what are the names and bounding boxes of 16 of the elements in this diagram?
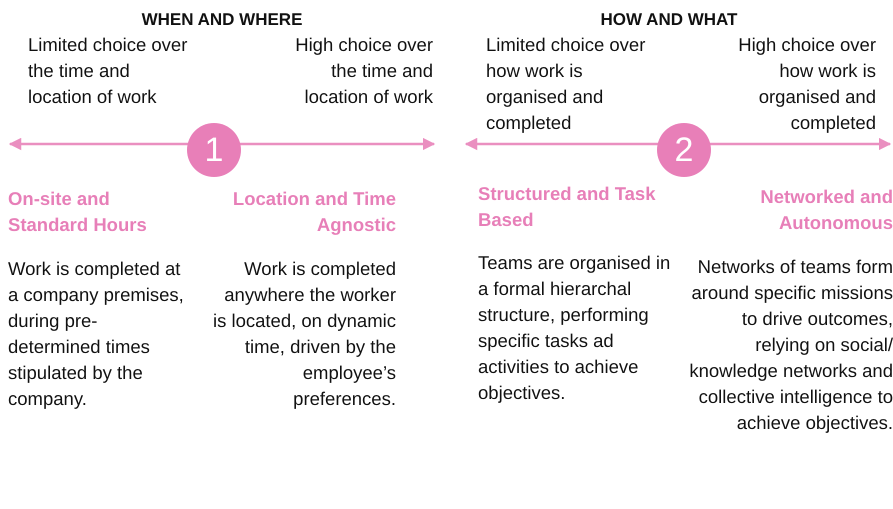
category-heading: Networked and Autonomous — [759, 185, 893, 235]
scale-end-text: Limited choice over the time and location of work — [28, 33, 188, 109]
number-circle: 2 — [657, 123, 711, 177]
number-circle: 1 — [187, 123, 241, 177]
description-text: Work is completed anywhere the worker is located, on dynamic time, driven by the employee’s preferences. — [212, 257, 396, 411]
category-heading: Location and Time Agnostic — [232, 187, 396, 237]
scale-end-text: High choice over how work is organised and completed — [737, 33, 876, 135]
category-heading: On-site and Standard Hours — [8, 187, 148, 237]
description-text: Networks of teams form around specific missions to drive outcomes, relying on social/ knowledge networks and collective intelligence to achieve objectives. — [688, 255, 893, 435]
description-text: Teams are organised in a formal hierarchal structure, performing specific tasks ad activities to achieve objectives. — [478, 251, 672, 405]
category-heading: Structured and Task Based — [478, 182, 657, 232]
scale-end-text: High choice over the time and location of work — [294, 33, 433, 109]
section-heading: HOW AND WHAT — [600, 9, 738, 31]
scale-end-text: Limited choice over how work is organised and completed — [486, 33, 646, 135]
section-heading: WHEN AND WHERE — [140, 9, 304, 31]
description-text: Work is completed at a company premises, during pre-determined times stipulated by the company. — [8, 257, 185, 411]
